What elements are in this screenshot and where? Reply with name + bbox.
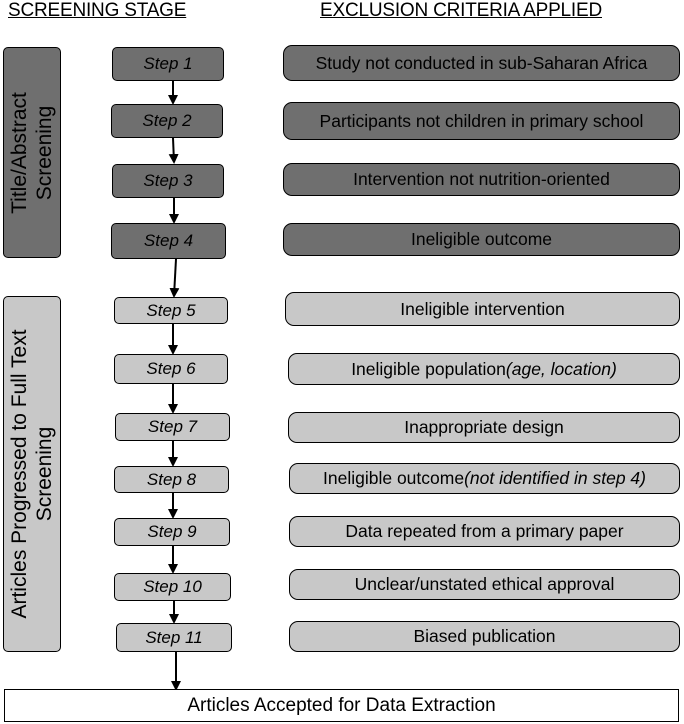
criterion-5-text: Ineligible intervention xyxy=(400,298,565,319)
criterion-7-text: Inappropriate design xyxy=(404,417,564,437)
flow-arrow xyxy=(169,258,180,298)
screening-stage-header: SCREENING STAGE xyxy=(8,0,187,21)
final-outcome-box: Articles Accepted for Data Extraction xyxy=(4,689,679,722)
criterion-3-box: Intervention not nutrition-oriented xyxy=(283,163,680,196)
criterion-4-box: Ineligible outcome xyxy=(283,223,680,256)
step-4-box: Step 4 xyxy=(111,223,226,259)
criterion-11-box: Biased publication xyxy=(289,621,680,652)
step-6-box: Step 6 xyxy=(114,354,228,384)
criterion-8-box: Ineligible outcome (not identified in st… xyxy=(289,463,680,494)
step-7-box: Step 7 xyxy=(115,413,230,441)
criterion-11-text: Biased publication xyxy=(413,626,556,646)
criterion-9-box: Data repeated from a primary paper xyxy=(289,516,680,547)
criterion-8-note: (not identified in step 4) xyxy=(464,468,646,488)
step-1-box: Step 1 xyxy=(112,47,224,81)
step-10-box: Step 10 xyxy=(114,573,231,601)
criterion-6-note: (age, location) xyxy=(505,358,617,379)
criterion-2-text: Participants not children in primary sch… xyxy=(319,110,644,131)
criterion-2-box: Participants not children in primary sch… xyxy=(283,102,680,140)
step-2-box: Step 2 xyxy=(111,104,223,138)
criterion-10-box: Unclear/unstated ethical approval xyxy=(289,569,680,600)
criterion-3-text: Intervention not nutrition-oriented xyxy=(353,169,610,189)
flow-arrow xyxy=(168,137,179,164)
criterion-6-text: Ineligible population xyxy=(351,358,506,379)
criterion-8-text: Ineligible outcome xyxy=(323,468,465,488)
step-8-box: Step 8 xyxy=(114,466,229,493)
exclusion-criteria-header: EXCLUSION CRITERIA APPLIED xyxy=(320,0,602,21)
criterion-1-text: Study not conducted in sub-Saharan Afric… xyxy=(315,52,648,73)
criterion-7-box: Inappropriate design xyxy=(288,412,680,443)
step-5-box: Step 5 xyxy=(114,297,228,324)
phase-full-text: Articles Progressed to Full Text Screeni… xyxy=(3,296,61,652)
criterion-6-box: Ineligible population (age, location) xyxy=(288,353,680,385)
criterion-9-text: Data repeated from a primary paper xyxy=(345,521,624,541)
phase-title-abstract: Title/Abstract Screening xyxy=(3,47,61,258)
criterion-1-box: Study not conducted in sub-Saharan Afric… xyxy=(283,45,680,81)
step-3-box: Step 3 xyxy=(112,164,224,198)
criterion-5-box: Ineligible intervention xyxy=(285,292,680,326)
step-9-box: Step 9 xyxy=(114,518,230,546)
criterion-10-text: Unclear/unstated ethical approval xyxy=(354,574,615,594)
criterion-4-text: Ineligible outcome xyxy=(410,229,553,249)
step-11-box: Step 11 xyxy=(116,623,232,652)
